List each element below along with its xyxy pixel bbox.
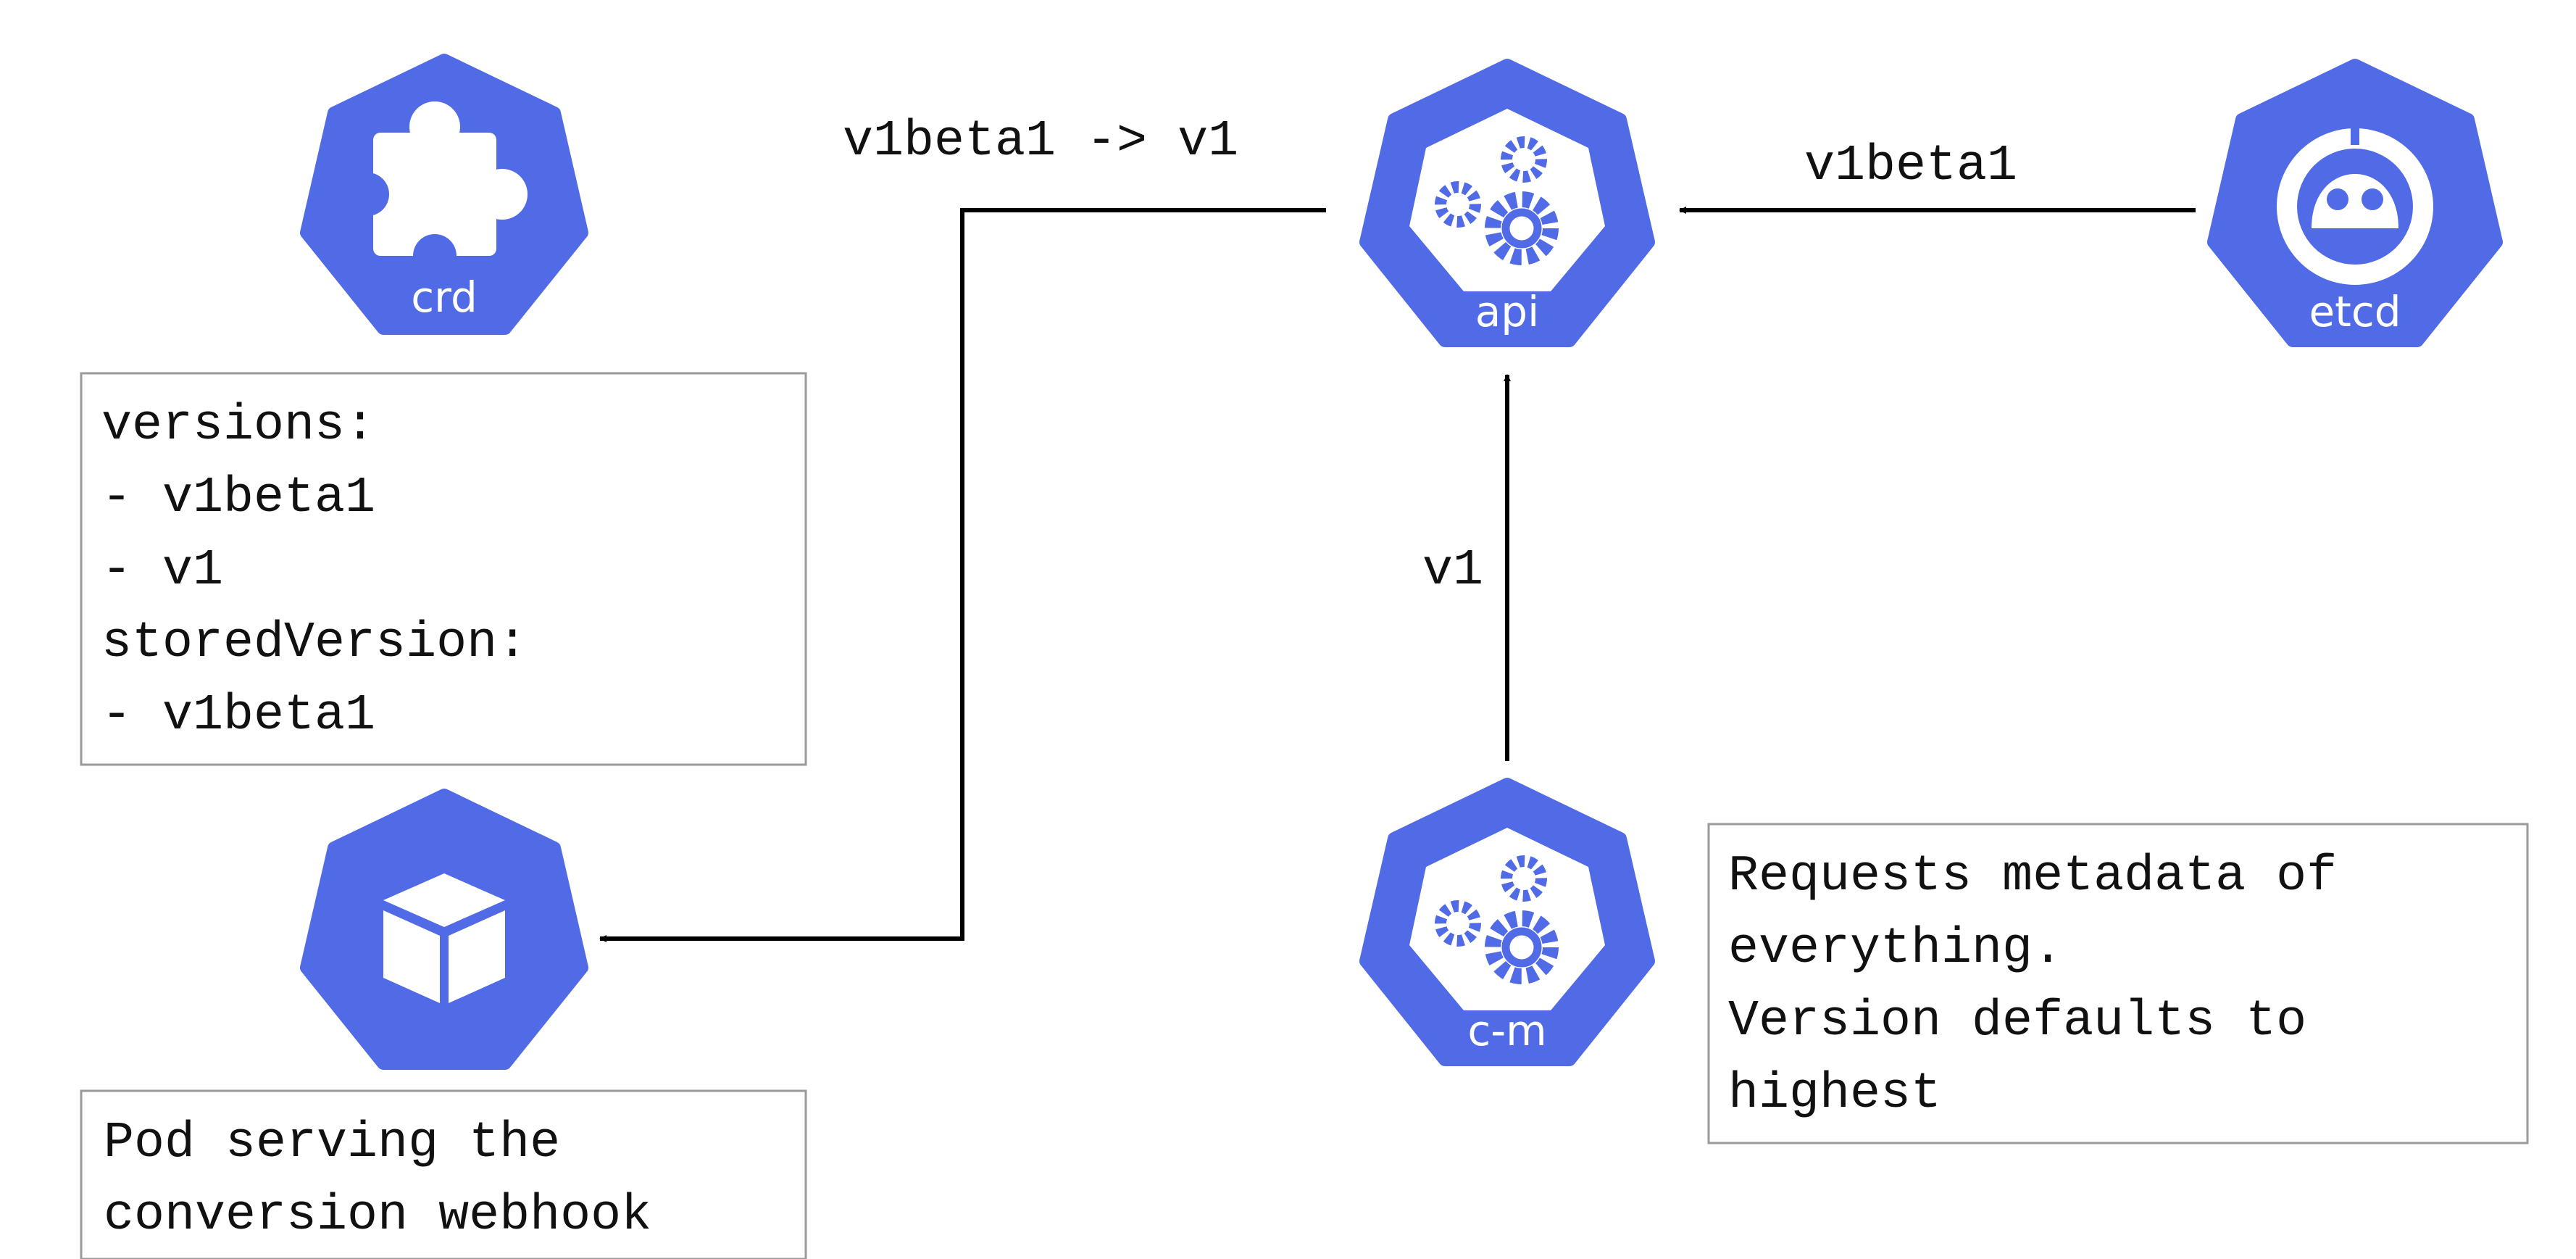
crd-versions-box: versions: - v1beta1 - v1 storedVersion: … <box>80 372 807 766</box>
crd-versions-line: storedVersion: <box>101 615 528 672</box>
edge-api-to-pod <box>599 208 1326 942</box>
node-label-crd: crd <box>411 273 478 322</box>
gears-icon <box>1435 855 1559 984</box>
puzzle-piece-icon <box>346 101 528 278</box>
gears-icon <box>1435 136 1559 265</box>
crd-versions-line: - v1 <box>101 542 223 599</box>
crd-versions-line: - v1beta1 <box>101 687 375 744</box>
node-crd: crd <box>300 54 588 335</box>
node-label-cm: c-m <box>1467 1006 1546 1055</box>
node-pod <box>300 789 588 1070</box>
node-etcd: etcd <box>2207 59 2503 347</box>
etcd-robot-icon <box>2277 123 2433 285</box>
cm-note-line: highest <box>1728 1065 1941 1123</box>
crd-versions-line: versions: <box>101 397 375 454</box>
node-label-etcd: etcd <box>2309 287 2401 336</box>
edge-label-etcd-to-api: v1beta1 <box>1804 138 2017 195</box>
heptagon-pod <box>300 789 588 1070</box>
pod-note-line: Pod serving the <box>104 1115 560 1172</box>
node-label-api: api <box>1475 287 1539 336</box>
node-api: api <box>1359 59 1655 347</box>
cm-note-line: Version defaults to <box>1728 993 2306 1050</box>
cube-icon <box>383 873 505 1003</box>
edge-label-api-to-pod: v1beta1 -> v1 <box>843 113 1238 170</box>
pod-note-line: conversion webhook <box>104 1187 651 1245</box>
pod-note-box: Pod serving the conversion webhook <box>80 1089 807 1259</box>
crd-versions-line: - v1beta1 <box>101 470 375 527</box>
cm-note-line: Requests metadata of <box>1728 848 2337 905</box>
cm-note-line: everything. <box>1728 921 2063 978</box>
cm-note-box: Requests metadata of everything. Version… <box>1707 823 2529 1144</box>
node-cm: c-m <box>1359 778 1655 1066</box>
edge-label-cm-to-api: v1 <box>1422 542 1483 599</box>
